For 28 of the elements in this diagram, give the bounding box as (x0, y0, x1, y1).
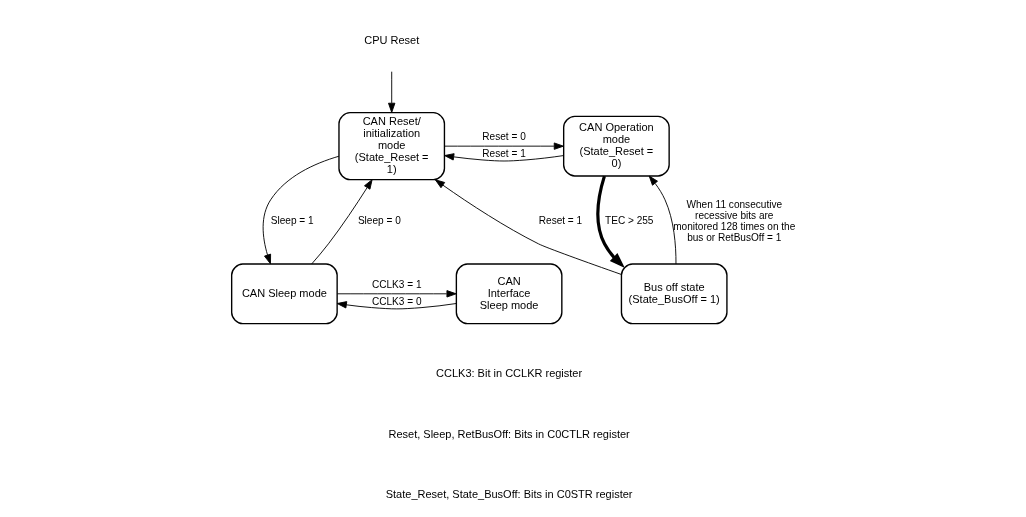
label: Reset, Sleep, RetBusOff: Bits in C0CTLR register (388, 427, 630, 440)
edge-label: Reset = 1 (482, 147, 526, 159)
node-text: CPU Reset (364, 34, 420, 47)
node-box: Bus off state (State_BusOff = 1) (620, 263, 728, 325)
node-box: CAN Operation mode (State_Reset = 0) (562, 115, 670, 177)
edge-label: Sleep = 0 (357, 215, 401, 227)
edge-label: Reset = 1 (538, 215, 583, 227)
arrow (444, 153, 564, 162)
arrow (388, 71, 396, 113)
arrow (311, 179, 373, 265)
arrow (336, 290, 457, 298)
edge-label: CCLK3 = 1 (371, 279, 422, 291)
edge-label: When 11 consecutive recessive bits are monitored 128 times on the bus or RetBusOff = 1 (673, 198, 796, 243)
label: CCLK3: Bit in CCLKR register (436, 367, 583, 380)
edge-label: Reset = 0 (482, 131, 526, 143)
arrow (336, 301, 457, 310)
arrow (648, 175, 677, 265)
edge-label: CCLK3 = 0 (371, 295, 422, 307)
arrow (262, 155, 340, 265)
arrow (596, 175, 625, 268)
node-box: CAN Reset/ initialization mode (State_Reset = 1) (338, 112, 446, 181)
label: State_Reset, State_BusOff: Bits in C0STR register (385, 488, 633, 501)
edge-label: Sleep = 1 (270, 215, 314, 227)
arrow (434, 179, 622, 275)
node-box: CAN Interface Sleep mode (455, 263, 563, 325)
node-box: CAN Sleep mode (231, 263, 338, 325)
arrow (444, 142, 564, 150)
edge-label: TEC > 255 (605, 215, 654, 227)
